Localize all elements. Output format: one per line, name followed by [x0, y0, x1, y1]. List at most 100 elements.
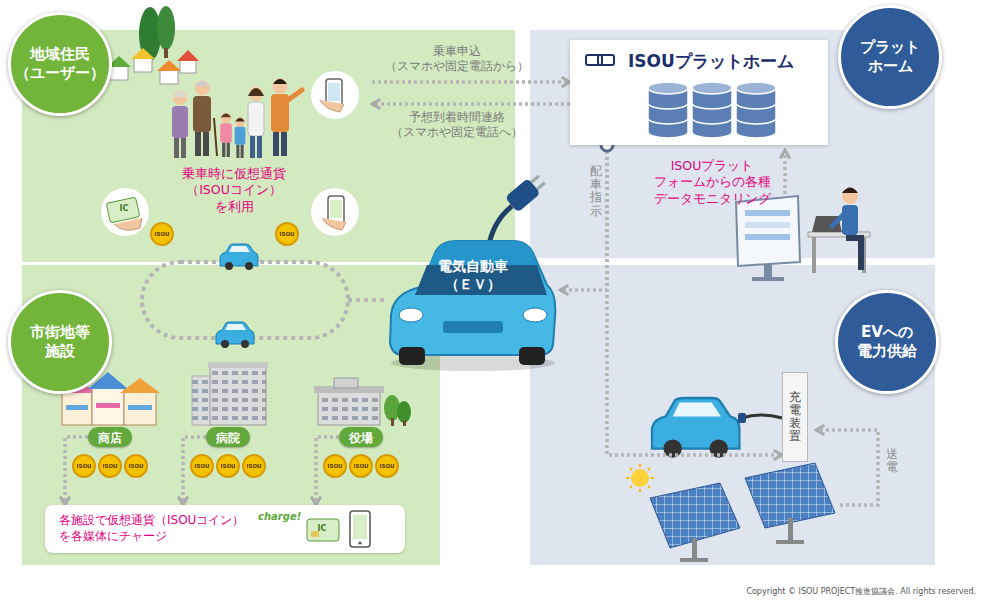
dotted-connector: [560, 145, 607, 290]
village-trees: [157, 60, 181, 71]
charge-box: 各施設で仮想通貨（ISOUコイン） を各媒体にチャージ: [45, 505, 405, 553]
shop-building: [128, 405, 152, 410]
plug-cable: [488, 172, 548, 250]
solar-panels: [816, 430, 878, 505]
hospital-building: [208, 362, 268, 368]
residents-people: [220, 113, 232, 157]
residents-people: [221, 113, 231, 117]
operator: [736, 196, 800, 266]
database-icons: [586, 55, 602, 65]
charging-car: [652, 398, 739, 458]
ride-loop: [216, 322, 254, 348]
coin: ISOU: [375, 454, 399, 478]
operator: [858, 240, 864, 270]
operator: [842, 188, 858, 194]
phone-icon: [328, 83, 340, 101]
residents-people: [227, 143, 230, 157]
charging-car: [738, 413, 746, 423]
residents-people: [281, 132, 287, 156]
residents-people: [235, 117, 245, 127]
residents-people: [236, 145, 239, 158]
section-badge: プラット ホーム: [838, 5, 942, 109]
solar-panels: [626, 430, 878, 562]
residents-people: [195, 81, 209, 86]
database-icons: [648, 82, 688, 94]
village-trees: [107, 6, 199, 84]
residents-people: [257, 136, 262, 158]
residents-people: [250, 136, 255, 158]
facility-tag: 役場: [339, 427, 383, 447]
residents-people: [235, 117, 246, 158]
village-trees: [157, 6, 175, 50]
residents-people: [235, 118, 245, 122]
section-badge: 市街地等 施設: [8, 290, 112, 394]
copyright: Copyright © ISOU PROJECT推進協議会. All right…: [740, 586, 976, 597]
dotted-connector: [372, 102, 570, 106]
charge-icons: [353, 515, 367, 539]
coin: ISOU: [190, 454, 214, 478]
shop-building: [62, 392, 92, 425]
coin: ISOU: [98, 454, 122, 478]
coin: ISOU: [323, 454, 347, 478]
edge-label: 乗車申込 （スマホや固定電話から）: [378, 44, 536, 74]
residents-people: [173, 91, 187, 105]
residents-people: [203, 132, 209, 156]
shop-building: [66, 405, 88, 410]
ev-car: [390, 241, 555, 355]
ev-car: [399, 308, 423, 322]
hospital-building: [210, 366, 266, 425]
phone-pay-icon: [330, 200, 342, 218]
database-icons: [692, 88, 732, 138]
residents-people: [273, 79, 288, 94]
operator: [832, 214, 844, 226]
operator: [745, 234, 790, 240]
phone-pay-icon: [311, 188, 359, 236]
town-office-building: [318, 392, 380, 425]
charging-car: [742, 415, 782, 418]
solar-panels: [776, 540, 804, 544]
village-trees: [160, 70, 178, 84]
phone-icon: [311, 71, 359, 119]
operator: [842, 205, 858, 235]
operator: [745, 210, 790, 216]
panel: 市街地等 施設商店病院役場 各施設で仮想通貨（ISOUコイン） を各媒体にチャー…: [22, 265, 440, 565]
residents-people: [241, 145, 244, 158]
edge-label: 予想到着時間連絡 （スマホや固定電話へ）: [378, 110, 536, 140]
coin: ISOU: [72, 454, 96, 478]
residents-people: [172, 91, 188, 158]
operator: [745, 222, 790, 228]
charging-car: [652, 398, 782, 458]
ev-car: [443, 321, 503, 333]
flow-label: 送電: [886, 448, 898, 474]
phone-icon: [311, 71, 359, 119]
residents-people: [173, 92, 187, 98]
solar-panels: [626, 464, 654, 492]
residents-people: [172, 106, 188, 138]
residents-people: [273, 79, 287, 84]
residents-people: [193, 96, 211, 132]
charging-car: [652, 398, 739, 458]
database-icons: [692, 82, 732, 94]
residents-people: [273, 132, 279, 156]
ev-car: [523, 308, 547, 322]
shop-building: [124, 392, 156, 425]
operator: [752, 277, 784, 281]
facility-tag: 商店: [88, 427, 132, 447]
charger-box: 充電装置: [782, 372, 808, 462]
ride-loop: [220, 244, 258, 270]
panel: EVへの 電力供給充電装置: [530, 265, 935, 565]
note-text: 乗車時に仮想通貨 （ISOUコイン）を利用: [170, 166, 298, 215]
residents-people: [181, 138, 186, 158]
charge-text: charge!: [258, 511, 304, 523]
database-icons: [736, 88, 776, 138]
plug-cable: [505, 172, 548, 213]
solar-panels: [788, 518, 793, 542]
operator: [812, 237, 816, 273]
coin: ISOU: [349, 454, 373, 478]
database-icons: [692, 103, 732, 124]
town-office-building: [391, 418, 394, 426]
database-icons: [736, 82, 776, 94]
database-icons: [648, 88, 688, 138]
residents-people: [248, 102, 264, 136]
